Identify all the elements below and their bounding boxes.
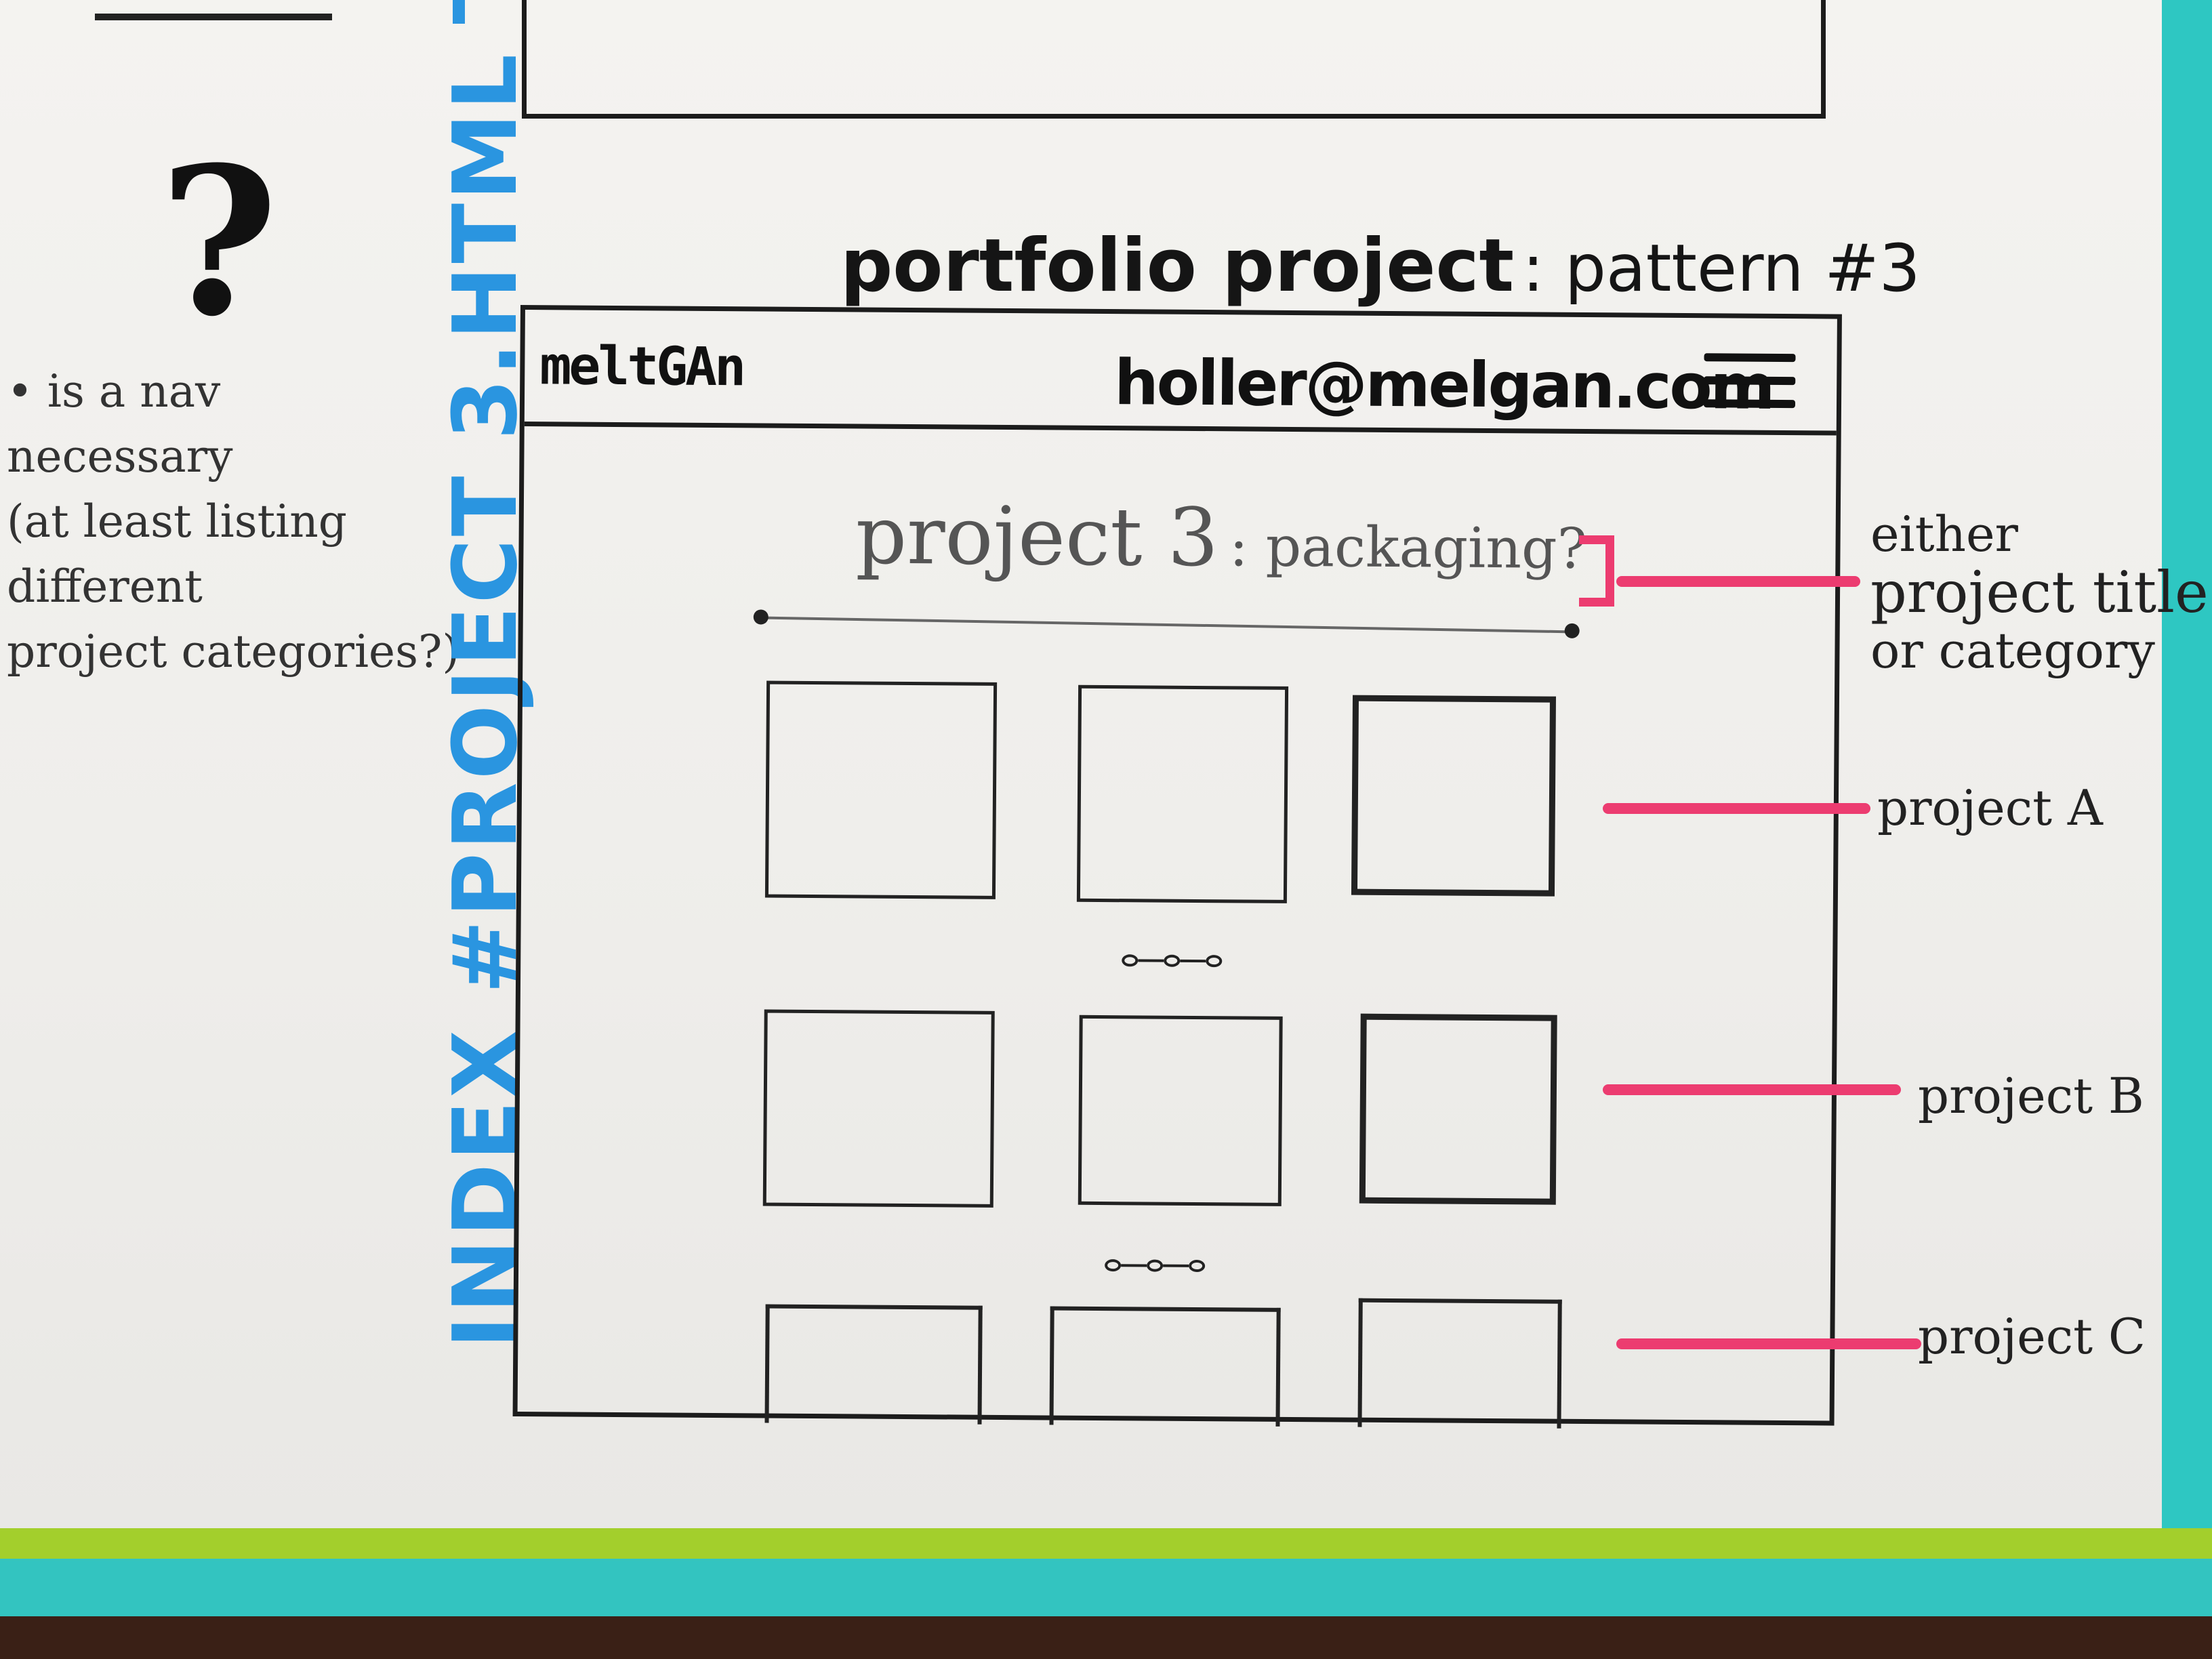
- section-title: project 3: packaging?: [855, 488, 1587, 587]
- title-bracket: [1579, 535, 1614, 607]
- page-heading: portfolio project: pattern #3: [840, 224, 1921, 308]
- page-heading-suffix: : pattern #3: [1522, 230, 1921, 306]
- title-annotation-line-3: or category: [1870, 622, 2155, 679]
- section-subtitle: : packaging?: [1229, 514, 1587, 581]
- side-note-line: • is a nav: [7, 365, 221, 417]
- row-c-annotation: project C: [1918, 1308, 2146, 1365]
- title-annotation: either project title or category: [1870, 505, 2209, 680]
- side-note: • is a nav necessary (at least listing d…: [7, 359, 460, 684]
- divider-endpoint: [753, 609, 769, 625]
- previous-wireframe-frame: [522, 0, 1826, 119]
- project-a-thumb-2[interactable]: [1076, 684, 1289, 903]
- side-note-line: different: [7, 560, 203, 613]
- project-c-thumb-1[interactable]: [764, 1304, 983, 1425]
- board-edge-green: [0, 1528, 2212, 1559]
- row-c-annotation-line: [1616, 1338, 1921, 1349]
- wireframe-browser: meltGAn holler@melgan.com project 3: pac…: [512, 305, 1842, 1429]
- board-edge-right: [2162, 0, 2212, 1613]
- table-surface: [0, 1616, 2212, 1659]
- project-b-thumb-2[interactable]: [1078, 1015, 1283, 1206]
- row-b-annotation: project B: [1918, 1067, 2144, 1124]
- project-c-thumb-2[interactable]: [1049, 1306, 1281, 1427]
- wireframe-header: meltGAn holler@melgan.com: [524, 310, 1837, 436]
- side-note-line: project categories?): [7, 626, 460, 678]
- sketch-paper: [0, 0, 2162, 1528]
- carousel-pager-a[interactable]: [1122, 954, 1223, 968]
- side-note-line: necessary: [7, 430, 233, 483]
- page-heading-main: portfolio project: [840, 224, 1515, 308]
- logo[interactable]: meltGAn: [539, 335, 744, 398]
- board-edge-teal: [0, 1559, 2212, 1616]
- project-c-thumb-3[interactable]: [1357, 1298, 1562, 1429]
- section-divider: [760, 616, 1570, 634]
- previous-sketch-dash: [95, 14, 332, 20]
- section-title-text: project 3: [855, 488, 1219, 585]
- project-a-thumb-3[interactable]: [1351, 695, 1557, 897]
- question-mark: ?: [159, 122, 279, 361]
- previous-blue-mark: [453, 0, 465, 24]
- hamburger-menu-icon[interactable]: [1703, 353, 1796, 415]
- divider-endpoint: [1564, 623, 1580, 638]
- row-a-annotation: project A: [1877, 779, 2103, 836]
- title-annotation-line: [1616, 576, 1860, 587]
- email-link[interactable]: holler@melgan.com: [1113, 346, 1774, 424]
- title-annotation-line-2: project title: [1870, 559, 2209, 626]
- side-note-line: (at least listing: [7, 495, 347, 548]
- project-a-thumb-1[interactable]: [764, 680, 998, 899]
- row-b-annotation-line: [1603, 1084, 1901, 1095]
- title-annotation-line-1: either: [1870, 506, 2018, 562]
- project-b-thumb-3[interactable]: [1359, 1013, 1557, 1205]
- carousel-pager-b[interactable]: [1105, 1259, 1206, 1273]
- row-a-annotation-line: [1603, 803, 1870, 814]
- project-b-thumb-1[interactable]: [762, 1009, 995, 1208]
